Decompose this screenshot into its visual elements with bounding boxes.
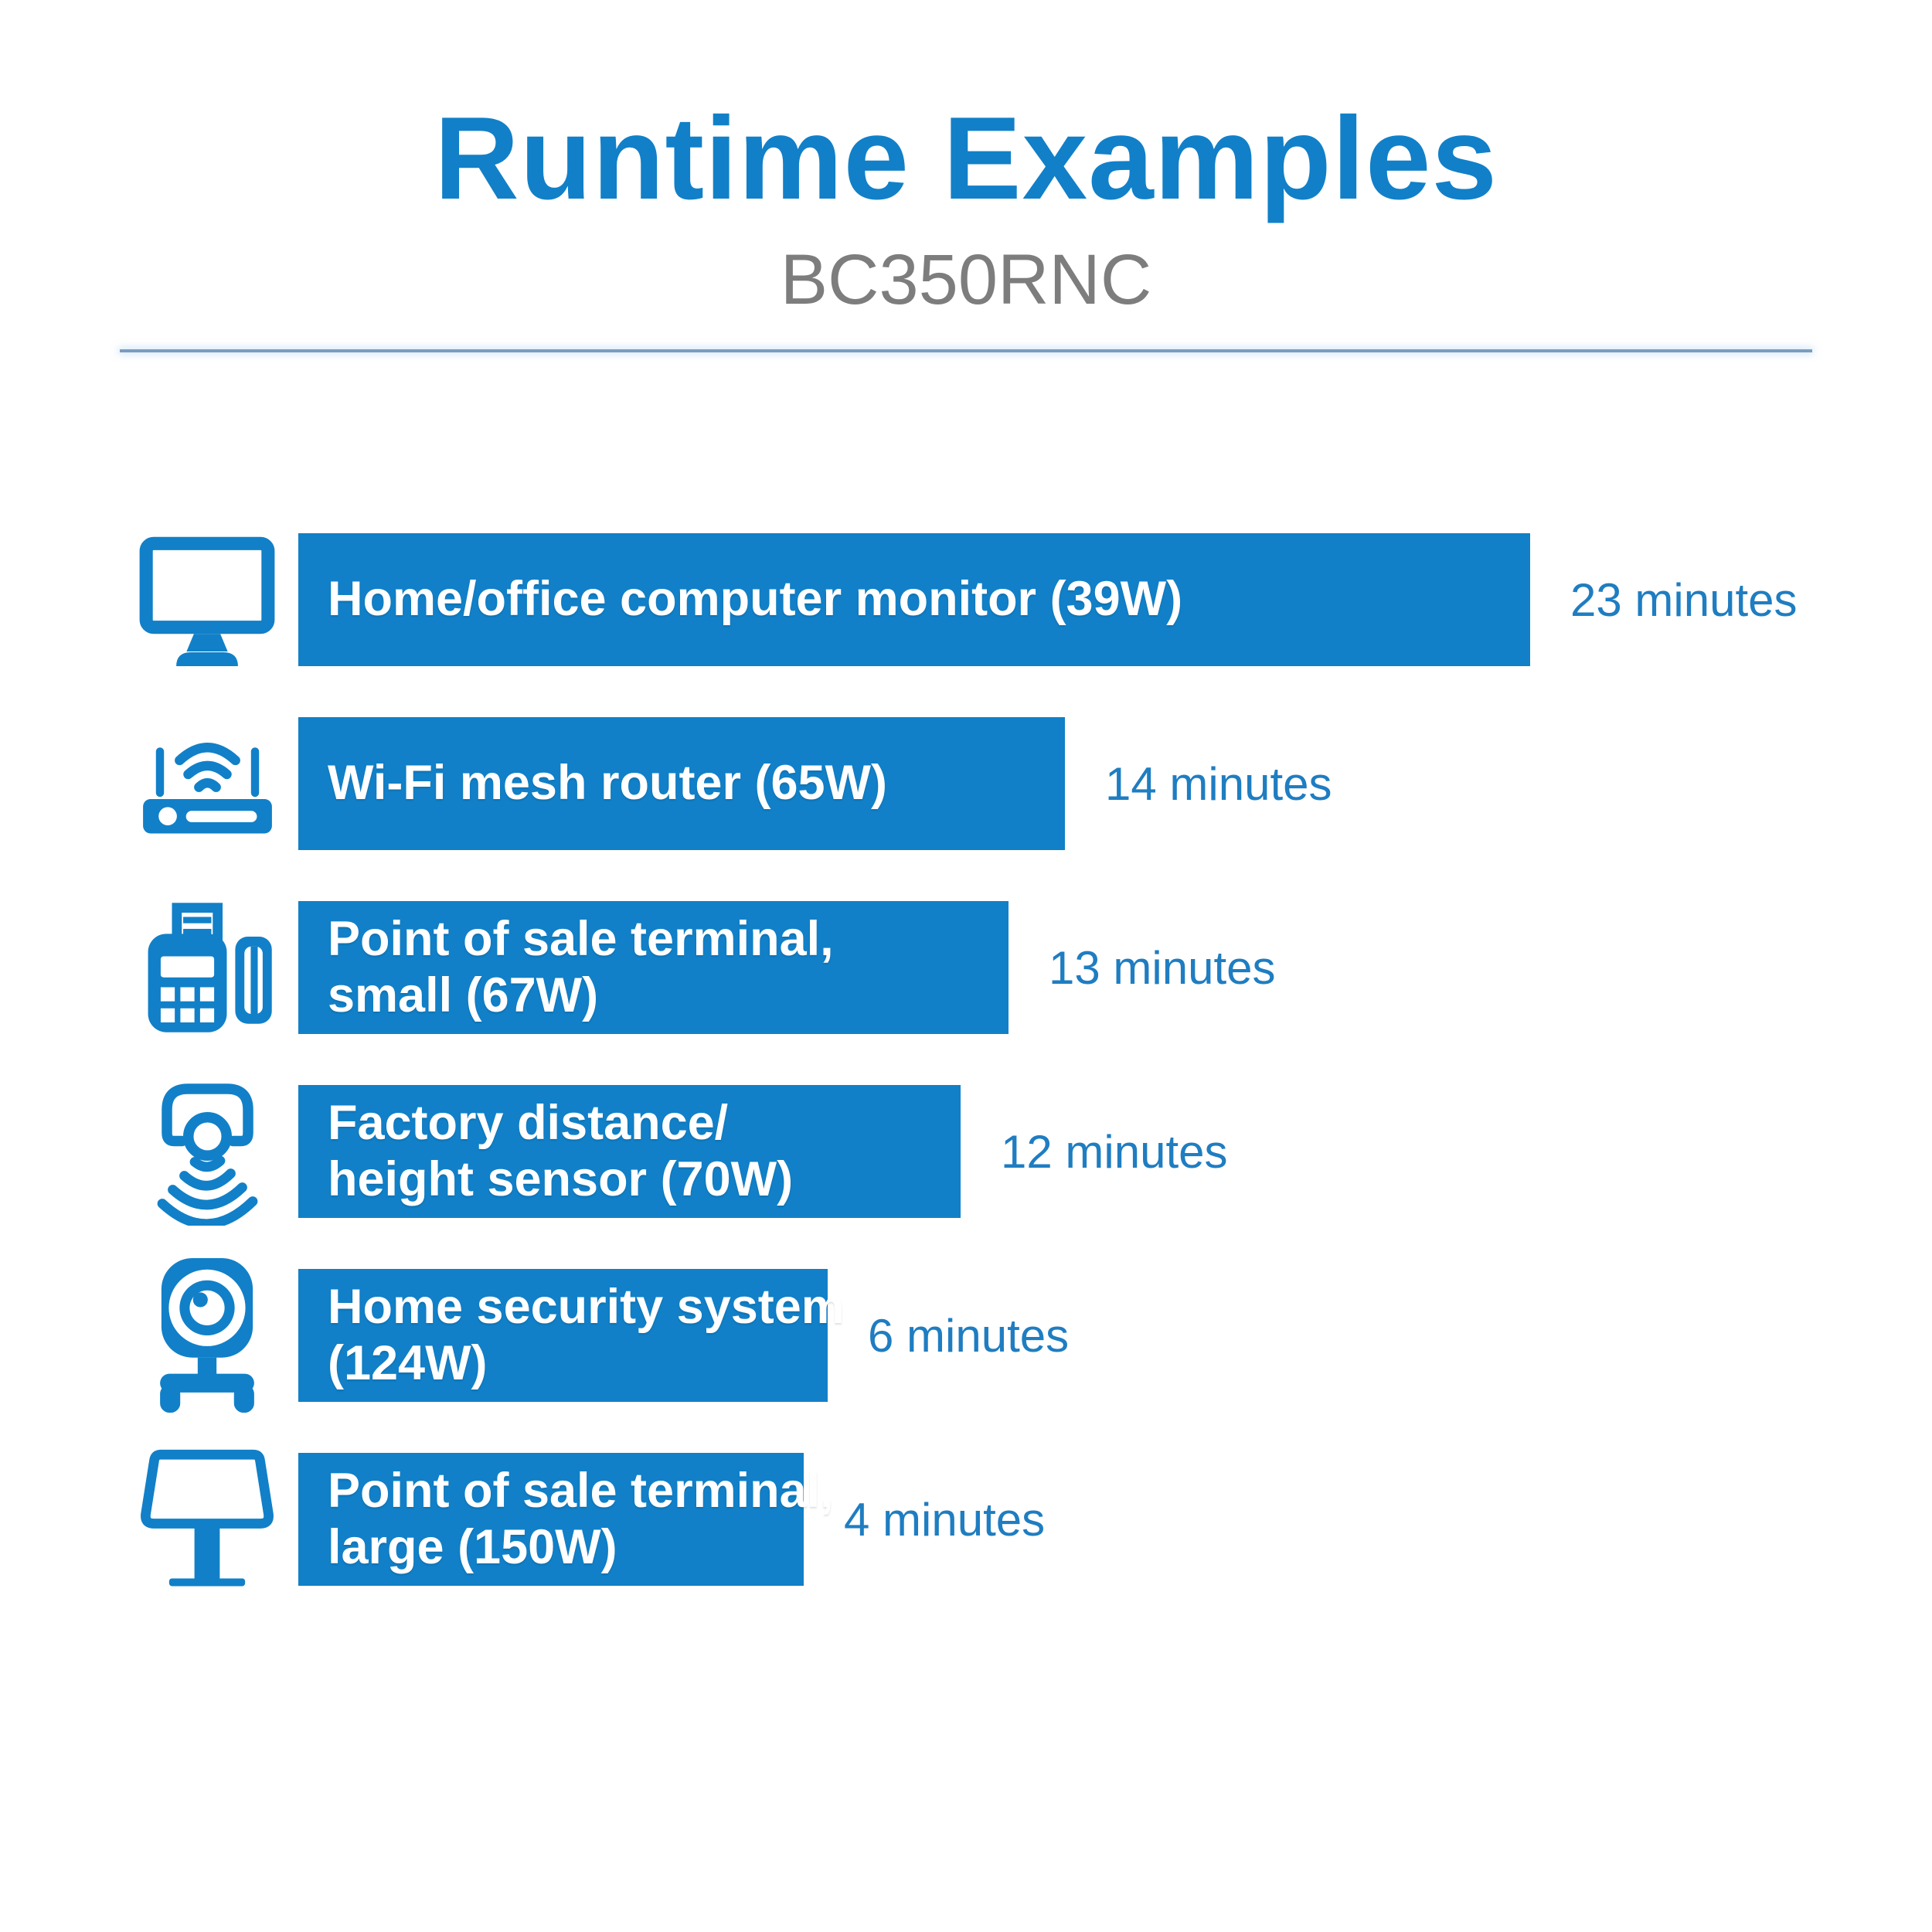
device-label-line1: Home security system [328, 1279, 845, 1334]
device-label-line2: (124W) [328, 1336, 488, 1390]
device-label-line1: Factory distance/ [328, 1095, 729, 1150]
runtime-row: Wi-Fi mesh router (65W) 14 minutes [116, 717, 1932, 850]
runtime-bar: Factory distance/ height sensor (70W) [298, 1085, 961, 1218]
runtime-row: Factory distance/ height sensor (70W) 12… [116, 1083, 1932, 1226]
pos-terminal-small-icon [137, 897, 277, 1038]
runtime-minutes-label: 12 minutes [1001, 1125, 1228, 1178]
device-icon-cell [116, 901, 298, 1034]
computer-monitor-icon [134, 532, 281, 668]
device-icon-cell [116, 1083, 298, 1226]
runtime-minutes-label: 6 minutes [868, 1309, 1070, 1362]
device-icon-cell [116, 1449, 298, 1587]
runtime-bar: Home security system (124W) [298, 1269, 845, 1402]
device-icon-cell [116, 717, 298, 850]
device-label-line1: Wi-Fi mesh router (65W) [328, 756, 887, 811]
page-title: Runtime Examples [434, 93, 1498, 224]
device-label-line1: Home/office computer monitor (39W) [328, 572, 1183, 627]
device-label-line2: large (150W) [328, 1520, 617, 1574]
device-icon-cell [116, 533, 298, 666]
pos-terminal-large-icon [137, 1449, 277, 1590]
runtime-minutes-label: 13 minutes [1049, 941, 1276, 994]
runtime-row: Home security system (124W) 6 minutes [116, 1258, 1932, 1413]
runtime-minutes-label: 4 minutes [844, 1493, 1046, 1546]
runtime-minutes-label: 23 minutes [1570, 573, 1798, 626]
distance-height-sensor-icon [144, 1077, 271, 1226]
runtime-bar: Point of sale terminal, large (150W) [298, 1453, 834, 1586]
runtime-row: Point of sale terminal, large (150W) 4 m… [116, 1449, 1932, 1587]
runtime-chart: Home/office computer monitor (39W) 23 mi… [116, 533, 1932, 1637]
runtime-bar: Point of sale terminal, small (67W) [298, 901, 1009, 1034]
device-label-line1: Point of sale terminal, [328, 911, 834, 966]
divider-line [120, 349, 1812, 352]
runtime-row: Point of sale terminal, small (67W) 13 m… [116, 901, 1932, 1034]
model-number-subtitle: BC350RNC [780, 240, 1152, 319]
device-label-line1: Point of sale terminal, [328, 1463, 834, 1518]
runtime-bar: Wi-Fi mesh router (65W) [298, 717, 1065, 850]
runtime-bar: Home/office computer monitor (39W) [298, 533, 1530, 666]
device-icon-cell [116, 1258, 298, 1413]
device-label-line2: height sensor (70W) [328, 1152, 794, 1206]
wifi-router-icon [132, 730, 283, 838]
runtime-row: Home/office computer monitor (39W) 23 mi… [116, 533, 1932, 666]
runtime-minutes-label: 14 minutes [1105, 757, 1332, 810]
device-label-line2: small (67W) [328, 968, 599, 1022]
security-camera-icon [140, 1258, 274, 1413]
